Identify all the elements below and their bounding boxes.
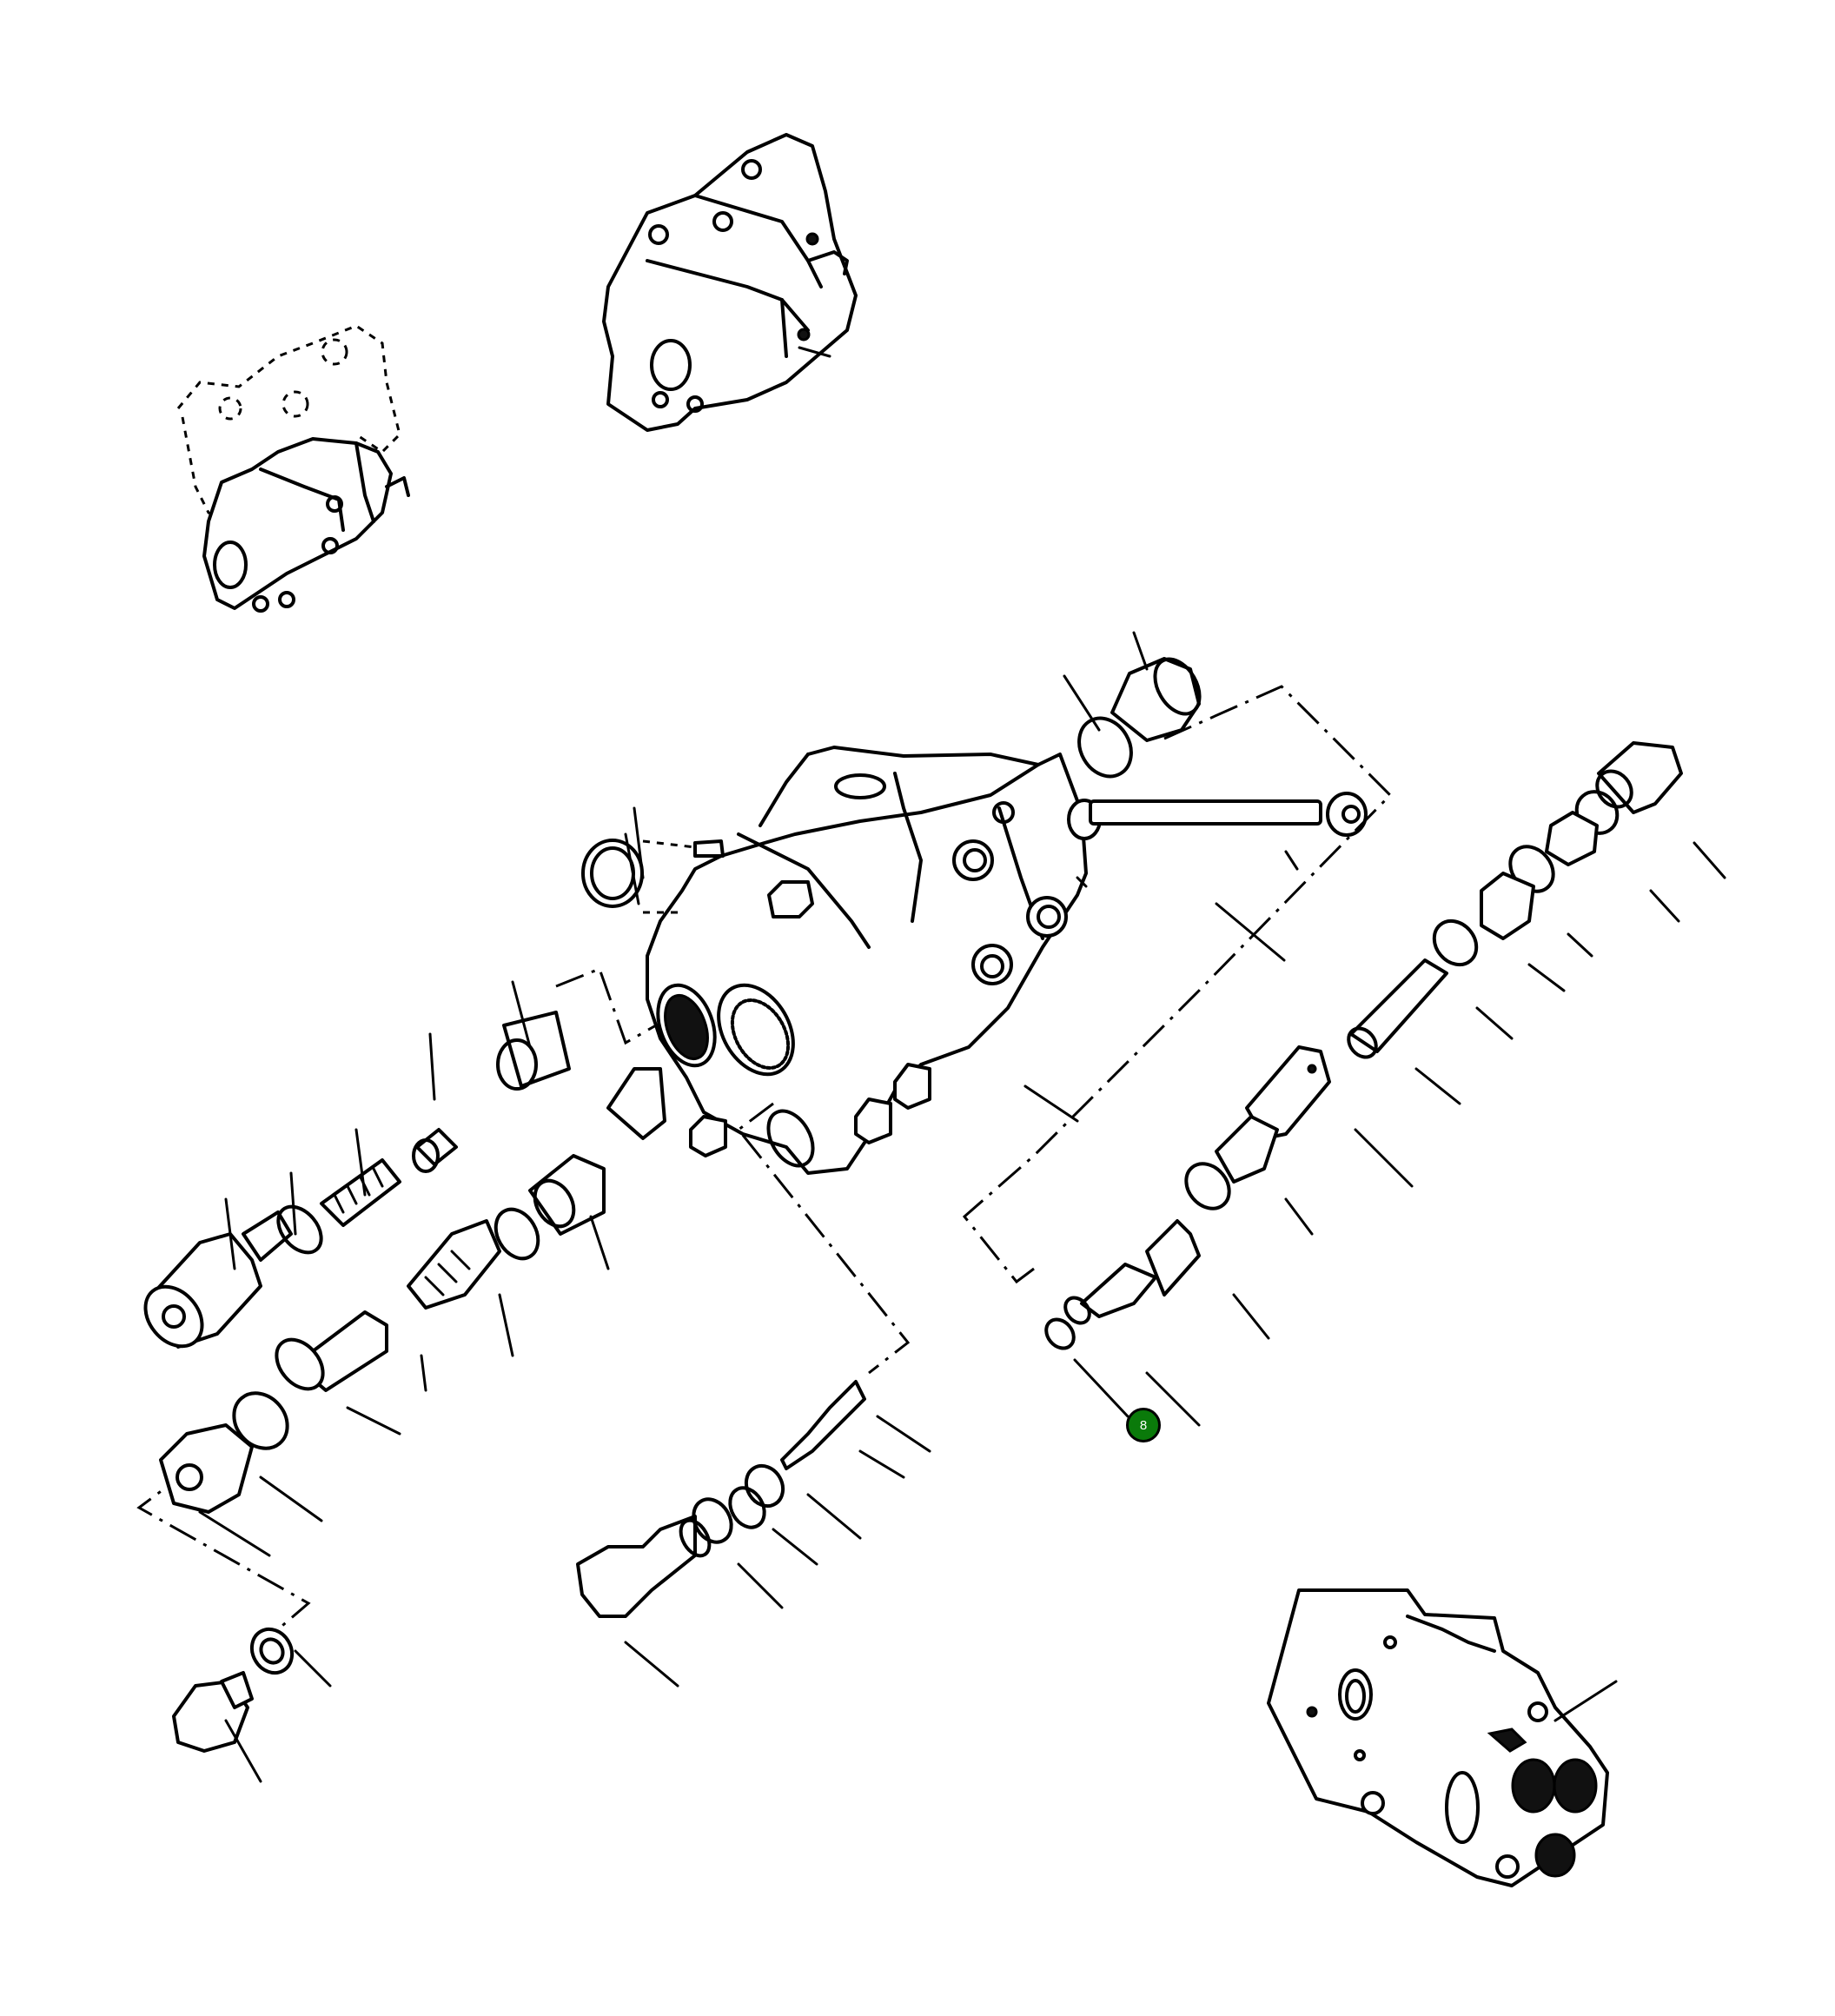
callout-badge-8[interactable]: 8 bbox=[1126, 1408, 1161, 1442]
assembly-view-bottom-right bbox=[1267, 1588, 1609, 1887]
leader-line bbox=[772, 1528, 818, 1566]
leader-line bbox=[624, 1641, 679, 1688]
long-bolt bbox=[1067, 792, 1368, 840]
leader-line bbox=[1414, 1067, 1461, 1105]
leader-line bbox=[511, 980, 532, 1049]
assembly-bracket-left bbox=[136, 1467, 311, 1631]
leader-line bbox=[1215, 902, 1286, 962]
leader-line bbox=[1527, 963, 1566, 992]
left-relief-valve-stack bbox=[143, 1011, 666, 1514]
leader-line bbox=[1567, 932, 1593, 958]
leader-line bbox=[1073, 1358, 1129, 1418]
assembly-view-left bbox=[176, 324, 410, 613]
leader-line bbox=[633, 806, 645, 879]
main-valve-body bbox=[642, 746, 1088, 1175]
leader-line bbox=[224, 1719, 262, 1783]
leader-line bbox=[1063, 674, 1101, 732]
leader-line bbox=[346, 1406, 401, 1436]
right-spool-stack bbox=[1044, 741, 1683, 1350]
leader-line bbox=[1076, 876, 1088, 888]
leader-line bbox=[1475, 1006, 1514, 1040]
leader-line bbox=[294, 1649, 332, 1688]
leader-line bbox=[354, 1128, 367, 1197]
leader-line bbox=[1023, 1084, 1079, 1123]
leader-line bbox=[1693, 841, 1726, 879]
leader-line bbox=[1132, 631, 1149, 671]
leader-lines bbox=[198, 631, 1726, 1783]
leader-line bbox=[1553, 1680, 1618, 1722]
leader-line bbox=[737, 1562, 784, 1609]
leader-line bbox=[876, 1415, 931, 1453]
leader-line bbox=[420, 1354, 427, 1392]
leader-line bbox=[1284, 1197, 1314, 1236]
lower-check-valve-stack bbox=[576, 1380, 866, 1618]
assembly-view-top bbox=[602, 133, 858, 432]
leader-line bbox=[624, 832, 640, 905]
leader-line bbox=[259, 1476, 323, 1522]
leader-line bbox=[224, 1197, 236, 1270]
leader-line bbox=[498, 1293, 514, 1357]
leader-line bbox=[858, 1449, 905, 1479]
leader-line bbox=[1145, 1371, 1201, 1427]
leader-line bbox=[1284, 850, 1299, 871]
leader-line bbox=[1354, 1128, 1414, 1188]
leader-line bbox=[428, 1032, 436, 1101]
leader-line bbox=[1649, 889, 1680, 923]
leader-line bbox=[289, 1171, 297, 1236]
leader-line bbox=[589, 1215, 610, 1270]
leader-line bbox=[1232, 1293, 1270, 1340]
assembly-bracket-center bbox=[736, 1102, 911, 1375]
assembly-bracket-upper-left bbox=[555, 967, 657, 1045]
assembly-bracket-right bbox=[962, 685, 1393, 1284]
leader-line bbox=[198, 1510, 271, 1557]
leader-line bbox=[806, 1493, 862, 1540]
cap-plug-top-right bbox=[1077, 657, 1202, 779]
drain-plug-set bbox=[172, 1627, 295, 1753]
